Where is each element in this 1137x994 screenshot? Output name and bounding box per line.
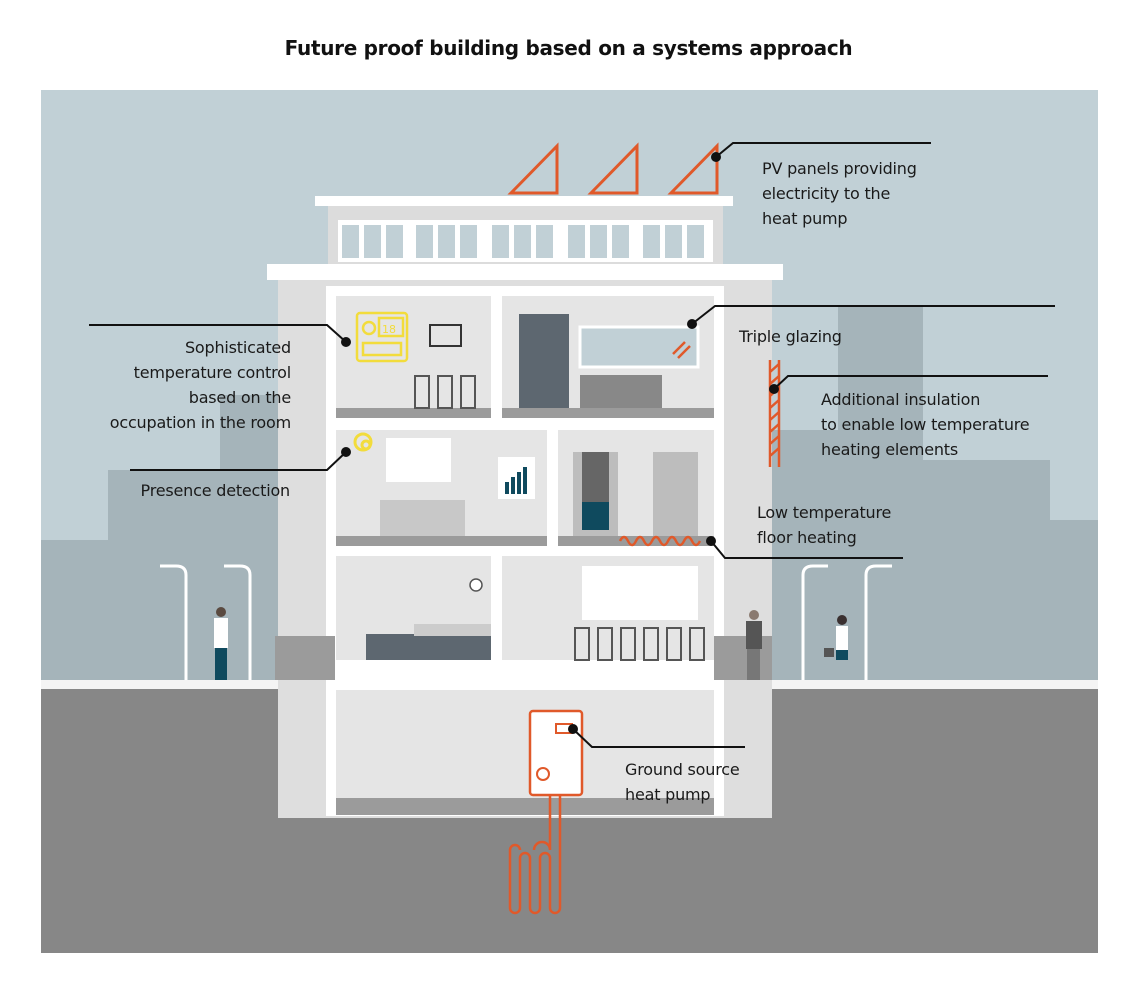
label-line: PV panels providing [762,159,917,178]
bookshelf [519,314,569,408]
whiteboard [386,438,451,482]
label-floor-heating: Low temperature floor heating [757,500,891,550]
label-insulation: Additional insulation to enable low temp… [821,387,1030,462]
label-line: based on the [188,388,291,407]
chart-flipboard [498,457,535,499]
label-line: heat pump [625,785,711,804]
chairs [414,375,705,661]
thermostat-reading: 18 [382,323,396,336]
desk [580,375,662,408]
floor-heating-coil [618,535,702,547]
label-line: Triple glazing [739,327,842,346]
thermostat-icon [355,311,409,363]
label-line: Presence detection [140,481,291,500]
label-pv-panels: PV panels providing electricity to the h… [762,156,917,231]
picture-frame [429,324,462,347]
label-line: Sophisticated [184,338,291,357]
label-triple-glazing: Triple glazing [739,324,842,349]
pv-panels-icon [507,142,719,195]
label-temperature-control: Sophisticated temperature control based … [110,335,291,435]
label-line: floor heating [757,528,857,547]
label-line: heat pump [762,209,848,228]
ground-loop-pipes [508,795,562,915]
label-line: occupation in the room [109,413,291,432]
leader-lines [89,142,1055,748]
building: 18 [267,142,783,915]
label-heat-pump: Ground source heat pump [625,757,740,807]
label-line: to enable low temperature [821,415,1030,434]
meeting-table [380,500,465,536]
label-presence-detection: Presence detection [140,478,291,503]
pedestrians [214,607,848,680]
insulation-ladder [768,360,781,467]
presence-sensor-icon [353,432,373,452]
clock-icon [469,578,483,592]
label-line: heating elements [821,440,959,459]
label-line: Additional insulation [821,390,981,409]
reception-desk [366,634,491,660]
leader-dots [341,152,779,734]
label-line: electricity to the [762,184,891,203]
triple-glazing-marks [672,341,691,359]
roof-windows [342,225,704,258]
street-lamps [160,564,892,680]
label-line: Low temperature [757,503,892,522]
diagram-title: Future proof building based on a systems… [284,36,853,60]
label-line: temperature control [133,363,292,382]
label-line: Ground source [625,760,740,779]
projection-screen [582,566,698,620]
